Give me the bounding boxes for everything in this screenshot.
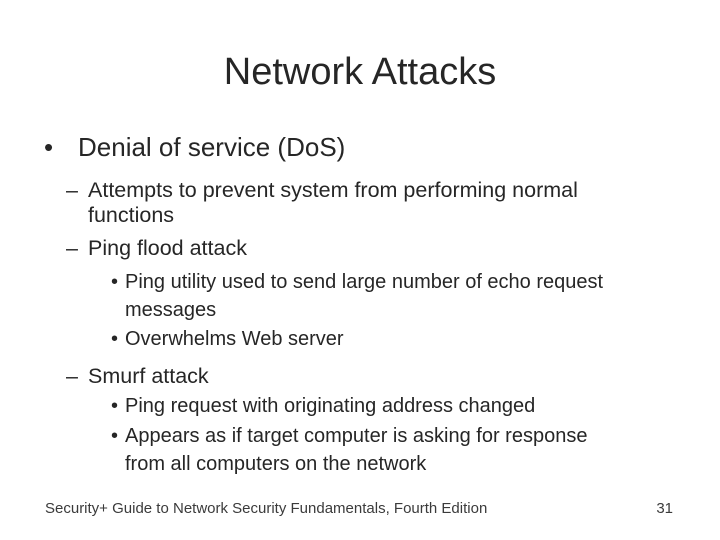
bullet-item-smurf-attack: – Smurf attack (66, 364, 702, 389)
dash-icon: – (66, 364, 78, 388)
dash-icon: – (66, 178, 78, 202)
bullet-text: Ping utility used to send large number o… (125, 271, 604, 321)
bullet-item-appears-target: • Appears as if target computer is askin… (111, 422, 702, 478)
bullet-text: Ping request with originating address ch… (125, 395, 536, 417)
dash-icon: – (66, 236, 78, 260)
bullet-text: Overwhelms Web server (125, 328, 344, 350)
footer-book-title: Security+ Guide to Network Security Fund… (45, 500, 488, 517)
bullet-item-ping-request: • Ping request with originating address … (111, 392, 702, 420)
bullet-text: Ping flood attack (88, 236, 247, 260)
slide-title: Network Attacks (223, 51, 497, 93)
bullet-text: Attempts to prevent system from performi… (88, 178, 578, 227)
bullet-item-attempts-prevent: – Attempts to prevent system from perfor… (66, 178, 702, 228)
bullet-item-ping-utility: • Ping utility used to send large number… (111, 268, 702, 324)
bullet-icon: • (111, 328, 119, 350)
bullet-text: Denial of service (DoS) (78, 132, 346, 162)
bullet-text: Appears as if target computer is asking … (125, 425, 588, 475)
bullet-item-ping-flood: – Ping flood attack (66, 236, 702, 261)
bullet-item-overwhelms-web-server: • Overwhelms Web server (111, 325, 702, 353)
bullet-icon: • (111, 425, 119, 447)
bullet-icon: • (111, 271, 119, 293)
bullet-item-denial-of-service: • Denial of service (DoS) (44, 132, 702, 163)
footer-page-number: 31 (656, 500, 673, 517)
bullet-text: Smurf attack (88, 364, 209, 388)
bullet-icon: • (111, 395, 119, 417)
bullet-icon: • (44, 132, 54, 162)
